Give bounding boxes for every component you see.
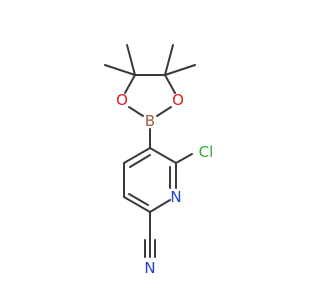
- bond-c5-o2: [164, 74, 176, 94]
- bond-c4-me2: [104, 64, 136, 76]
- bond-c5-me4: [164, 64, 196, 76]
- bond-n1-c2: [149, 199, 171, 213]
- bond-o2-b: [156, 106, 172, 117]
- bond-c5-me3: [164, 44, 174, 76]
- bond-c6-cl: [175, 153, 193, 164]
- bond-c5py-c6: [149, 147, 177, 164]
- atom-b: B: [145, 112, 155, 130]
- bonds: [104, 44, 196, 258]
- atom-n1: N: [170, 188, 181, 206]
- atom-labels: B O O Cl N N: [116, 91, 213, 277]
- bond-c4-o1: [124, 74, 136, 94]
- atom-n2: N: [144, 259, 155, 277]
- bond-o1-b: [128, 106, 144, 117]
- bond-c4-c5py: [123, 147, 151, 164]
- atom-cl: Cl: [199, 143, 214, 161]
- bond-c4-me1: [126, 44, 136, 76]
- atom-o2: O: [172, 91, 184, 109]
- atom-o1: O: [116, 91, 128, 109]
- bond-c4-c5py-double: [129, 154, 151, 168]
- bond-c2-c3: [123, 196, 151, 213]
- molecule-diagram: B O O Cl N N: [104, 44, 213, 277]
- bond-c2-c3-double: [128, 193, 149, 206]
